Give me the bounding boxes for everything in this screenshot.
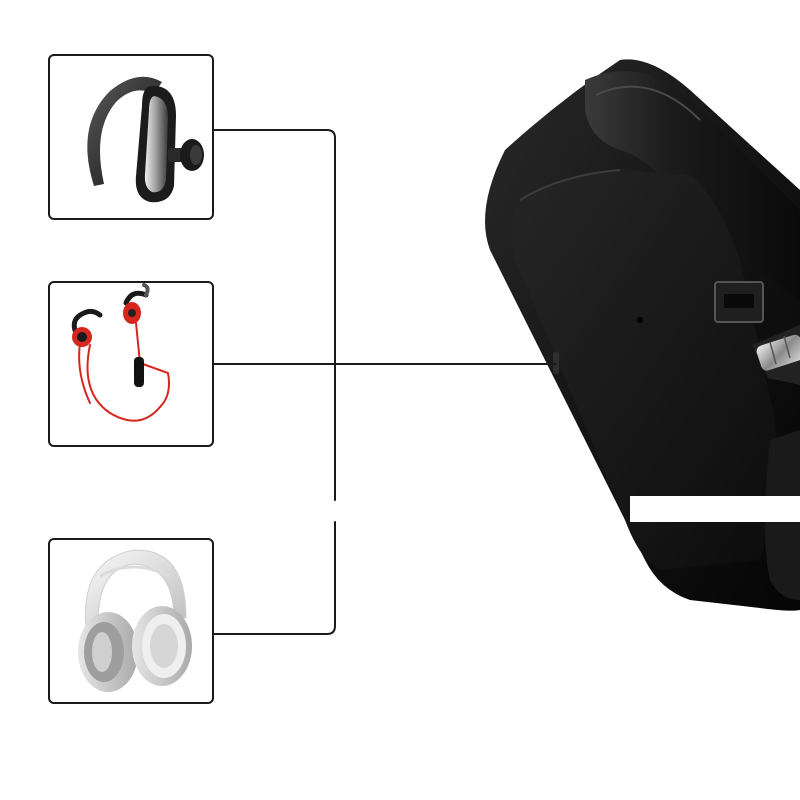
over-ear-headphones-icon bbox=[78, 549, 192, 692]
product-card-over-ear-headphones[interactable] bbox=[48, 538, 214, 704]
audio-jack bbox=[752, 325, 800, 385]
neckband-earphones-icon bbox=[71, 283, 170, 422]
product-card-ear-hook-headset[interactable] bbox=[48, 54, 214, 220]
product-card-sport-earphones[interactable] bbox=[48, 281, 214, 447]
ear-hook-headset-icon bbox=[87, 76, 204, 203]
